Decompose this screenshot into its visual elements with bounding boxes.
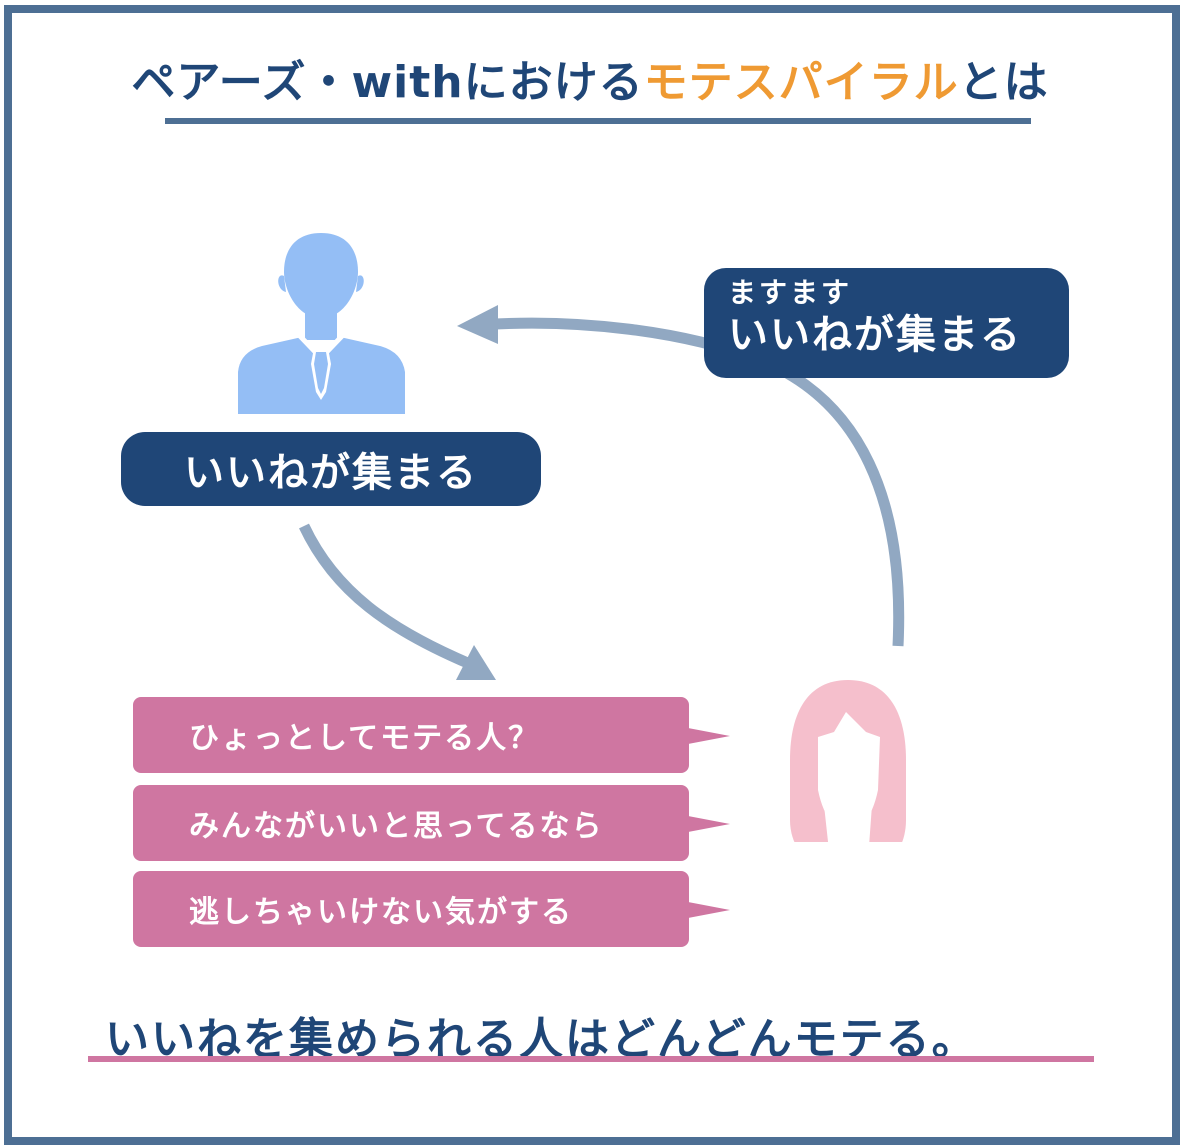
thought-bubble-2: みんながいいと思ってるなら	[133, 785, 689, 861]
man-label-pill: いいねが集まる	[121, 432, 541, 506]
loop-label-small: ますます	[728, 276, 853, 309]
title-underline	[165, 118, 1031, 124]
title-highlight: モテスパイラル	[643, 57, 959, 108]
page-title: ペアーズ・withにおけるモテスパイラルとは	[0, 46, 1180, 110]
flow-arrow-down	[299, 523, 496, 680]
title-suffix: とは	[958, 57, 1049, 108]
outer-frame	[4, 5, 1180, 1145]
man-icon	[238, 233, 405, 414]
thought-bubble-1-tail	[688, 728, 730, 744]
loop-label-pill: ますます いいねが集まる	[704, 268, 1069, 378]
thought-bubble-1: ひょっとしてモテる人？	[133, 697, 689, 773]
conclusion-underline	[88, 1056, 1094, 1062]
thought-bubble-3-tail	[688, 902, 730, 918]
thought-bubble-3: 逃しちゃいけない気がする	[133, 871, 689, 947]
title-prefix: ペアーズ・withにおける	[131, 57, 644, 108]
thought-bubble-2-tail	[688, 816, 730, 832]
woman-icon	[790, 680, 906, 864]
loop-label-big: いいねが集まる	[728, 312, 1022, 358]
